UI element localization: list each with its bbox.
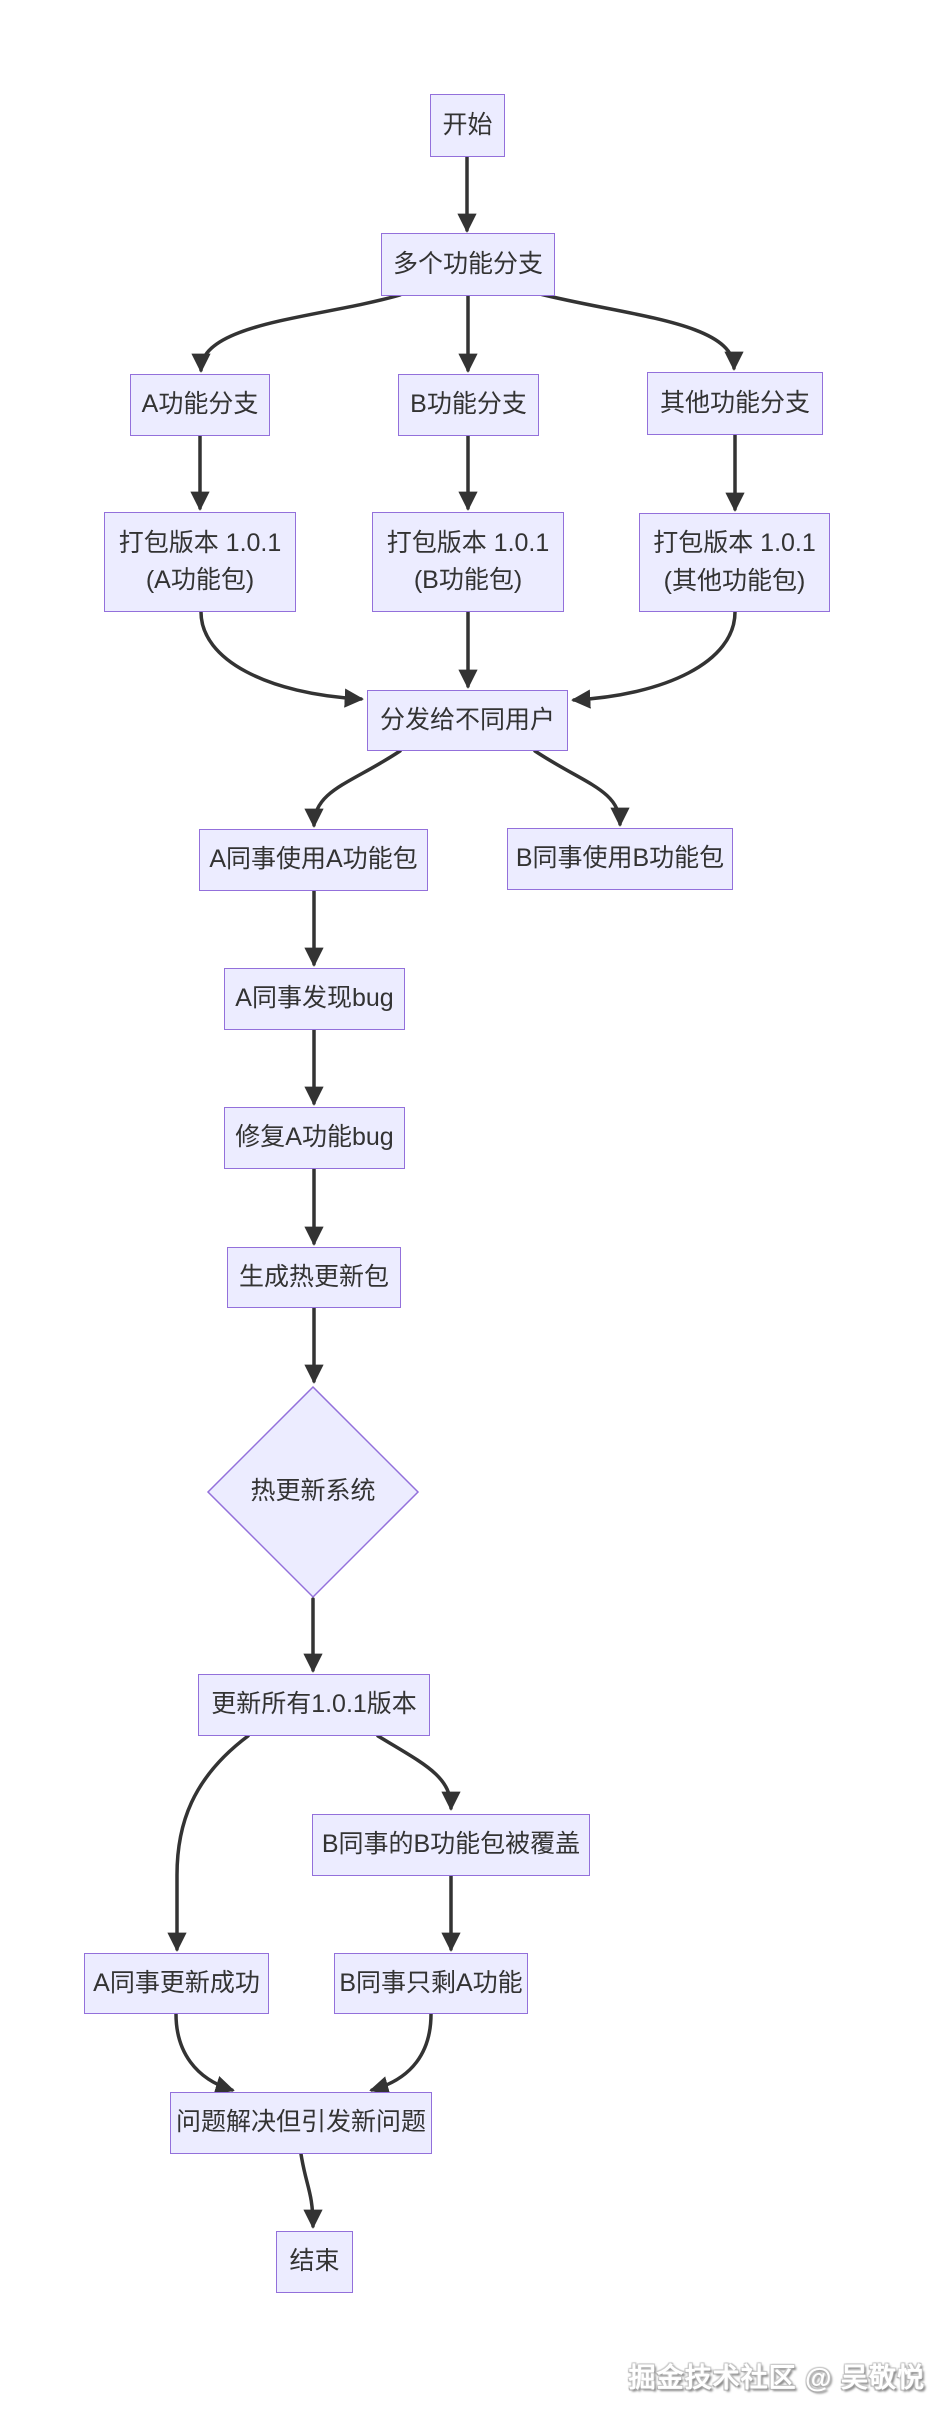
node-a-success: A同事更新成功 — [84, 1953, 269, 2014]
node-branch-a-label: A功能分支 — [141, 390, 259, 419]
node-use-a: A同事使用A功能包 — [199, 829, 428, 891]
node-gen-hotfix-label: 生成热更新包 — [238, 1262, 389, 1291]
edge-multi-to-branch-other — [538, 292, 744, 371]
node-pkg-other: 打包版本 1.0.1 (其他功能包) — [639, 513, 830, 612]
node-multi-branch: 多个功能分支 — [381, 233, 555, 296]
node-pkg-a-line1: 打包版本 1.0.1 — [118, 528, 282, 557]
node-end-label: 结束 — [289, 2247, 340, 2276]
node-use-b-label: B同事使用B功能包 — [515, 844, 725, 873]
node-problem: 问题解决但引发新问题 — [170, 2092, 432, 2154]
node-pkg-b: 打包版本 1.0.1 (B功能包) — [372, 512, 564, 612]
node-pkg-a-line2: (A功能包) — [145, 566, 255, 594]
edge-distribute-to-use-b — [533, 749, 630, 827]
node-update-all: 更新所有1.0.1版本 — [198, 1674, 430, 1736]
node-update-all-label: 更新所有1.0.1版本 — [211, 1690, 417, 1719]
edge-update-all-to-a-success — [167, 1734, 250, 1952]
node-pkg-other-line1: 打包版本 1.0.1 — [653, 529, 816, 557]
watermark: 掘金技术社区 @ 吴敬悦 — [628, 2363, 925, 2393]
node-problem-label: 问题解决但引发新问题 — [175, 2108, 426, 2137]
node-end: 结束 — [276, 2231, 353, 2293]
edge-pkg-a-to-distribute — [199, 610, 364, 708]
node-pkg-other-line2: (其他功能包) — [663, 566, 806, 595]
node-use-b: B同事使用B功能包 — [507, 828, 733, 890]
node-distribute-label: 分发给不同用户 — [379, 705, 555, 734]
node-branch-b-label: B功能分支 — [410, 390, 527, 419]
node-a-success-label: A同事更新成功 — [93, 1968, 260, 1997]
hotfix-system-diamond-shape — [206, 1385, 420, 1599]
node-b-only-a-label: B同事只剩A功能 — [339, 1968, 523, 1997]
node-find-bug-label: A同事发现bug — [235, 984, 394, 1013]
node-pkg-a: 打包版本 1.0.1 (A功能包) — [104, 512, 296, 612]
edge-a-success-to-problem — [174, 2012, 235, 2095]
node-branch-other: 其他功能分支 — [647, 372, 823, 435]
node-find-bug: A同事发现bug — [224, 968, 405, 1030]
edge-distribute-to-use-a — [304, 749, 402, 828]
edge-multi-to-branch-a — [191, 293, 402, 373]
node-start-label: 开始 — [442, 110, 493, 139]
edge-update-all-to-b-overwritten — [376, 1734, 461, 1811]
node-use-a-label: A同事使用A功能包 — [209, 845, 418, 874]
node-multi-branch-label: 多个功能分支 — [392, 249, 543, 278]
edge-problem-to-end — [299, 2152, 323, 2229]
node-pkg-b-line2: (B功能包) — [413, 566, 523, 594]
node-pkg-b-line1: 打包版本 1.0.1 — [386, 528, 550, 557]
node-branch-b: B功能分支 — [398, 374, 539, 436]
node-fix-bug-label: 修复A功能bug — [235, 1123, 394, 1152]
edge-b-only-a-to-problem — [369, 2012, 433, 2095]
node-b-overwritten-label: B同事的B功能包被覆盖 — [321, 1830, 581, 1859]
node-distribute: 分发给不同用户 — [367, 690, 568, 751]
node-branch-other-label: 其他功能分支 — [659, 388, 810, 417]
node-branch-a: A功能分支 — [130, 374, 270, 436]
node-gen-hotfix: 生成热更新包 — [227, 1247, 401, 1308]
node-b-only-a: B同事只剩A功能 — [334, 1953, 528, 2014]
node-fix-bug: 修复A功能bug — [224, 1107, 405, 1169]
node-b-overwritten: B同事的B功能包被覆盖 — [312, 1814, 590, 1876]
node-hotfix-system-label: 热更新系统 — [250, 1477, 376, 1506]
node-hotfix-system: 热更新系统 — [208, 1387, 418, 1597]
edge-pkg-other-to-distribute — [571, 610, 737, 709]
node-start: 开始 — [430, 94, 505, 157]
